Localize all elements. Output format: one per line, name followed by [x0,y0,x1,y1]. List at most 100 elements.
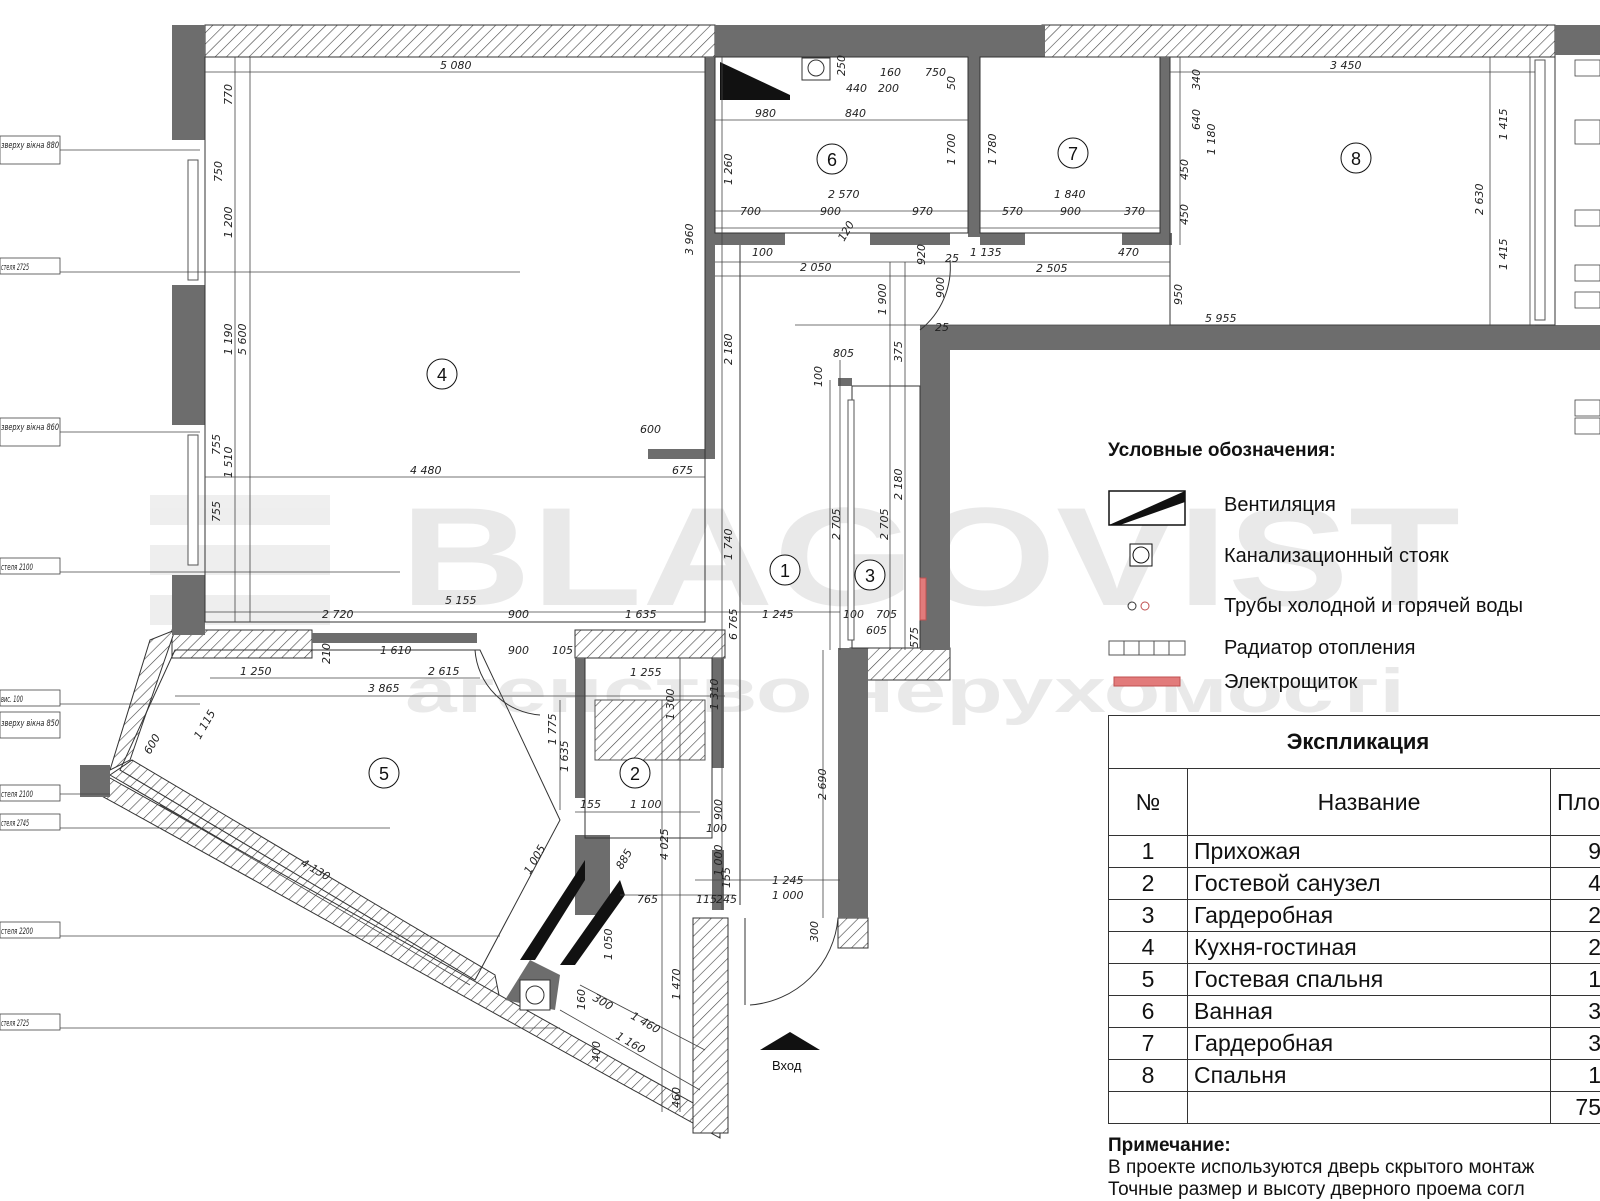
dim-text: 570 [1002,205,1023,218]
room-number: 3 [865,566,875,586]
dim-text: 2 180 [722,334,735,366]
dim-text: 575 [908,627,921,648]
ventilation-icon [1108,490,1188,520]
dim-text: 100 [752,246,773,259]
dim-text: 2 050 [800,261,832,274]
leader-text: зверху вікна 850 [1,719,59,729]
dim-text: 1 000 [772,889,804,902]
note-line-1: В проекте используются дверь скрытого мо… [1108,1157,1600,1179]
dim-text: 1 245 [762,608,794,621]
dim-text: 160 [880,66,901,79]
dim-text: 1 510 [222,447,235,479]
dim-text: 1 160 [614,1029,648,1056]
row-number: 1 [1109,836,1188,868]
note-title: Примечание: [1108,1135,1231,1156]
row-number: 4 [1109,932,1188,964]
room-number: 4 [437,365,447,385]
column-header-number: № [1109,769,1188,836]
row-area: 4 [1551,868,1600,900]
dim-text: 1 775 [546,714,559,746]
legend-item-ventilation: Вентиляция [1108,490,1336,520]
dim-text: 2 615 [428,665,460,678]
row-number: 6 [1109,996,1188,1028]
dim-text: 1 300 [664,689,677,721]
leader-text: стеля 2200 [1,927,33,937]
leader-text: вис. 100 [1,695,23,705]
dim-text: 1 200 [222,207,235,239]
legend-item-water-pipes: Трубы холодной и горячей воды [1108,591,1523,621]
dim-text: 250 [835,55,848,76]
leader-text: стеля 2100 [1,790,33,800]
dim-text: 200 [878,82,899,95]
dim-text: 970 [912,205,933,218]
dim-text: 805 [833,347,854,360]
dim-text: 5 080 [440,59,472,72]
row-number: 8 [1109,1060,1188,1092]
row-name: Гардеробная [1188,900,1551,932]
dim-text: 5 155 [445,594,477,607]
dim-text: 755 [210,434,223,455]
dim-text: 375 [892,341,905,362]
leader-text: стеля 2100 [1,563,33,573]
empty-cell [1109,1092,1188,1124]
dim-text: 950 [1172,284,1185,305]
dim-text: 155 [580,798,601,811]
empty-cell [1188,1092,1551,1124]
dim-text: 1 255 [630,666,662,679]
dim-text: 300 [808,921,821,942]
legend-item-electrical-panel: Электрощиток [1108,667,1357,697]
dim-text: 370 [1124,205,1145,218]
legend: Условные обозначения: Вентиляция Канализ… [1108,440,1600,476]
dim-text: 1 635 [558,741,571,773]
dim-text: 980 [755,107,776,120]
dim-text: 1 190 [222,324,235,356]
dim-text: 1 000 [712,845,725,877]
row-area: 3 [1551,1028,1600,1060]
room-number: 2 [630,764,640,784]
room-number: 5 [379,764,389,784]
table-total-row: 75 [1109,1092,1600,1124]
dim-text: 900 [508,644,529,657]
dim-text: 900 [820,205,841,218]
dim-text: 5 600 [236,324,249,356]
leader-text: стеля 2745 [1,819,29,829]
dim-text: 2 690 [816,769,829,801]
dim-text: 400 [590,1041,603,1062]
row-name: Спальня [1188,1060,1551,1092]
dim-text: 3 960 [683,224,696,256]
dim-text: 440 [846,82,867,95]
dim-text: 900 [1060,205,1081,218]
dim-text: 100 [812,366,825,387]
note: Примечание: В проекте используются дверь… [1108,1135,1600,1201]
row-name: Кухня-гостиная [1188,932,1551,964]
dim-text: 920 [915,244,928,265]
dim-text: 1 245 [772,874,804,887]
dim-text: 3 450 [1330,59,1362,72]
dim-text: 2 630 [1473,184,1486,216]
dim-text: 210 [320,643,333,664]
dim-text: 605 [866,624,887,637]
column-header-area: Пло [1551,769,1600,836]
dim-text: 1 250 [240,665,272,678]
dim-text: 2 705 [830,509,843,541]
row-area: 1 [1551,964,1600,996]
dim-text: 25 [945,252,959,265]
dim-text: 2 705 [878,509,891,541]
row-name: Ванная [1188,996,1551,1028]
legend-item-radiator: Радиатор отопления [1108,633,1415,663]
column-header-name: Название [1188,769,1551,836]
electrical-panel-icon [1108,667,1188,697]
row-area: 1 [1551,1060,1600,1092]
dim-text: 2 570 [828,188,860,201]
dim-text: 1 310 [708,679,721,711]
dim-text: 1 610 [380,644,412,657]
dim-text: 4 480 [410,464,442,477]
dim-text: 1 050 [602,929,615,961]
row-number: 3 [1109,900,1188,932]
dim-text: 50 [945,76,958,90]
